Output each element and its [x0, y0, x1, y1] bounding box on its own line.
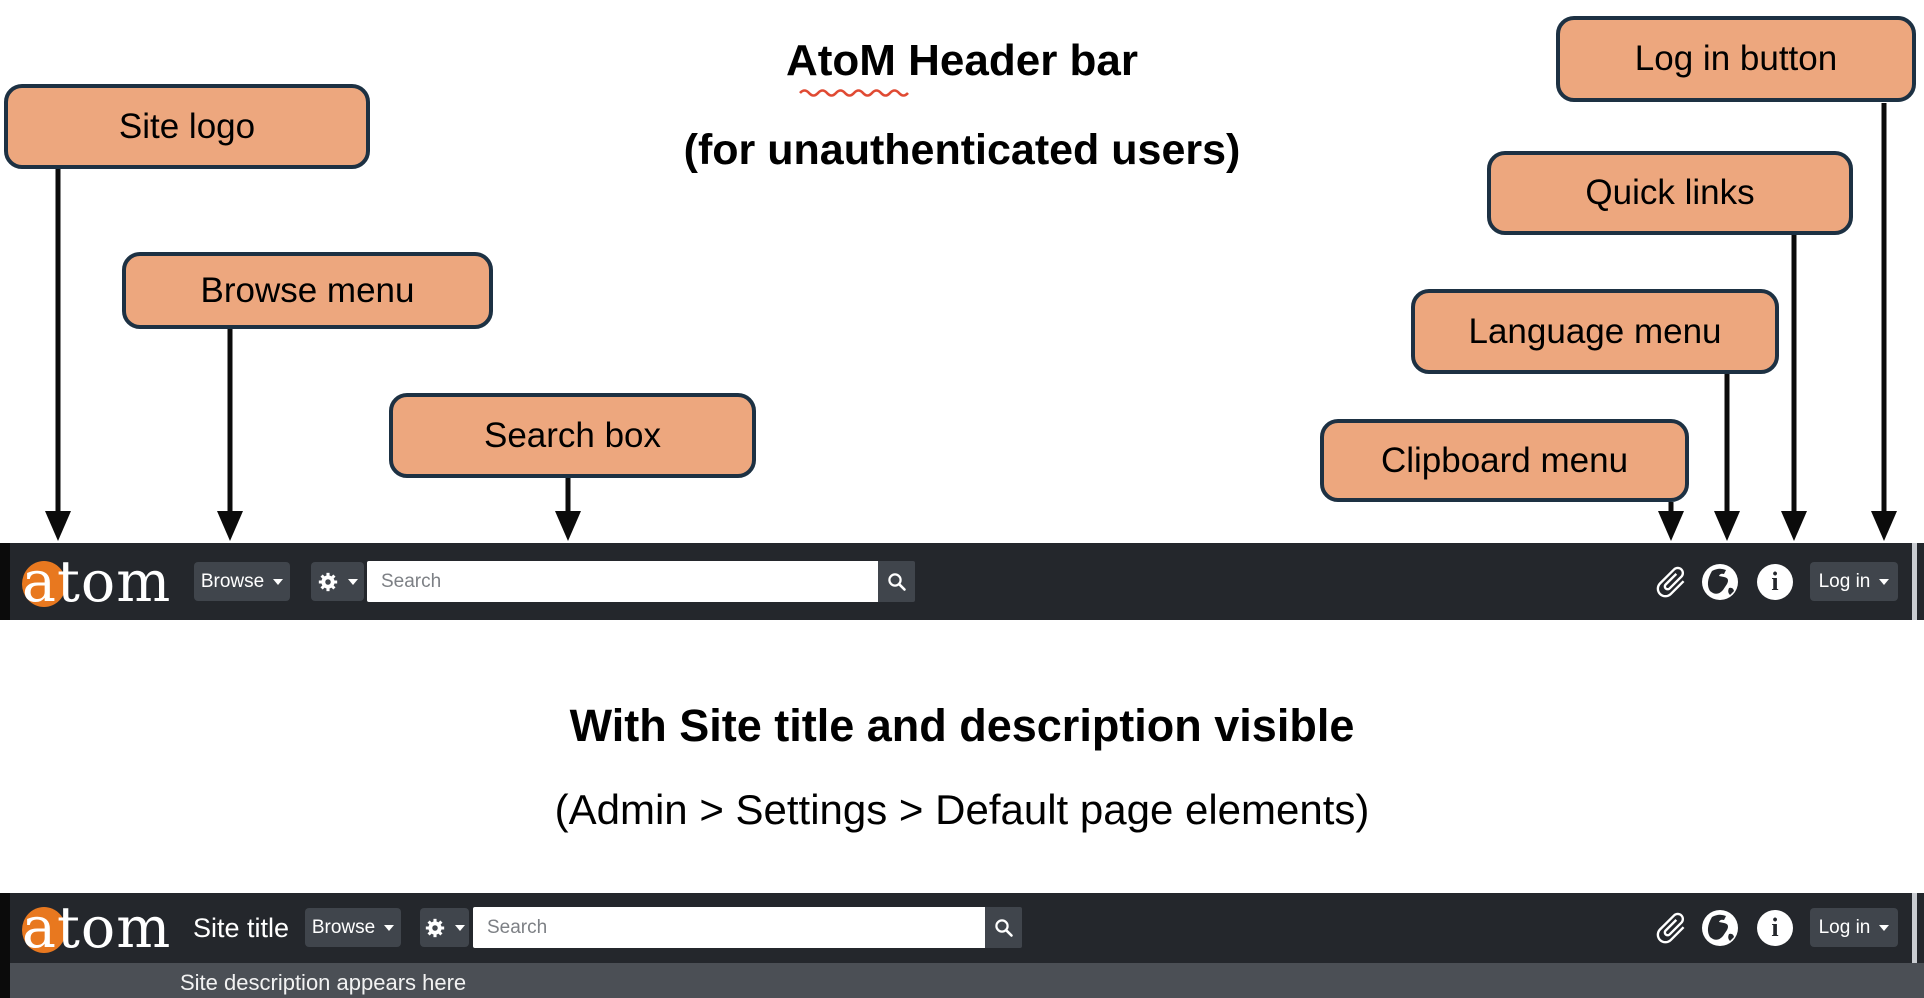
browse-label: Browse [311, 916, 376, 938]
log-in-button[interactable]: Log in [1810, 562, 1898, 601]
callout-label: Site logo [118, 106, 256, 146]
search-input[interactable] [473, 907, 985, 948]
globe-icon [1703, 911, 1737, 945]
search-button[interactable] [878, 561, 915, 602]
window-edge [0, 543, 10, 620]
paperclip-icon [1656, 566, 1685, 598]
browse-menu-button[interactable]: Browse [305, 908, 401, 947]
quick-links-button[interactable]: i [1757, 910, 1793, 946]
logo-text: atom [22, 549, 172, 615]
chevron-down-icon [273, 578, 284, 585]
browse-label: Browse [200, 570, 265, 592]
gear-icon [318, 572, 338, 591]
log-in-label: Log in [1818, 570, 1871, 592]
site-description-bar: Site description appears here [0, 963, 1924, 998]
search-button[interactable] [985, 907, 1022, 948]
site-logo[interactable]: atom [22, 895, 172, 961]
callout-quick-links: Quick links [1487, 151, 1853, 235]
callout-language-menu: Language menu [1411, 289, 1779, 374]
paperclip-icon [1656, 912, 1685, 944]
callout-label: Log in button [1634, 39, 1838, 78]
quick-links-button[interactable]: i [1757, 564, 1793, 600]
window-edge [0, 963, 10, 998]
scrollbar-strip [1912, 543, 1917, 620]
scrollbar-strip [1912, 893, 1917, 963]
logo-orange-ellipse [22, 561, 66, 607]
callout-site-logo: Site logo [4, 84, 370, 169]
window-edge [0, 893, 10, 963]
site-title-link[interactable]: Site title [193, 913, 290, 943]
clipboard-menu-button[interactable] [1652, 908, 1690, 948]
section2-title: With Site title and description visible [569, 700, 1355, 751]
spellcheck-squiggle [799, 89, 909, 97]
callout-label: Browse menu [200, 270, 415, 310]
chevron-down-icon [455, 924, 465, 931]
callout-label: Search box [483, 415, 662, 455]
info-icon: i [1771, 913, 1779, 942]
clipboard-menu-button[interactable] [1652, 562, 1690, 602]
site-logo[interactable]: atom [22, 549, 172, 615]
header-bar: atom Browse [0, 543, 1924, 620]
callout-search-box: Search box [389, 393, 756, 478]
page-title: AtoM Header bar [785, 36, 1139, 85]
callout-label: Language menu [1468, 311, 1722, 351]
magnifier-icon [887, 572, 906, 591]
gear-icon [425, 918, 445, 937]
info-icon: i [1771, 567, 1779, 596]
search-options-button[interactable] [311, 562, 364, 601]
language-menu-button[interactable] [1702, 564, 1738, 600]
search-input[interactable] [367, 561, 878, 602]
logo-text: atom [22, 895, 172, 961]
callout-log-in-button: Log in button [1556, 16, 1916, 102]
log-in-label: Log in [1818, 916, 1871, 938]
log-in-button[interactable]: Log in [1810, 908, 1898, 947]
logo-orange-ellipse [22, 907, 66, 953]
callout-label: Clipboard menu [1380, 440, 1629, 480]
site-description-text: Site description appears here [180, 970, 467, 995]
chevron-down-icon [348, 578, 358, 585]
callout-browse-menu: Browse menu [122, 252, 493, 329]
chevron-down-icon [384, 924, 395, 931]
language-menu-button[interactable] [1702, 910, 1738, 946]
page-subtitle: (for unauthenticated users) [683, 126, 1241, 174]
chevron-down-icon [1879, 578, 1890, 585]
header-bar-with-site-title: atom Site title Browse [0, 893, 1924, 963]
callout-label: Quick links [1585, 173, 1755, 212]
browse-menu-button[interactable]: Browse [194, 562, 290, 601]
magnifier-icon [994, 918, 1013, 937]
chevron-down-icon [1879, 924, 1890, 931]
callout-clipboard-menu: Clipboard menu [1320, 419, 1689, 502]
search-options-button[interactable] [420, 908, 469, 947]
globe-icon [1703, 565, 1737, 599]
section2-subtitle: (Admin > Settings > Default page element… [554, 786, 1370, 833]
